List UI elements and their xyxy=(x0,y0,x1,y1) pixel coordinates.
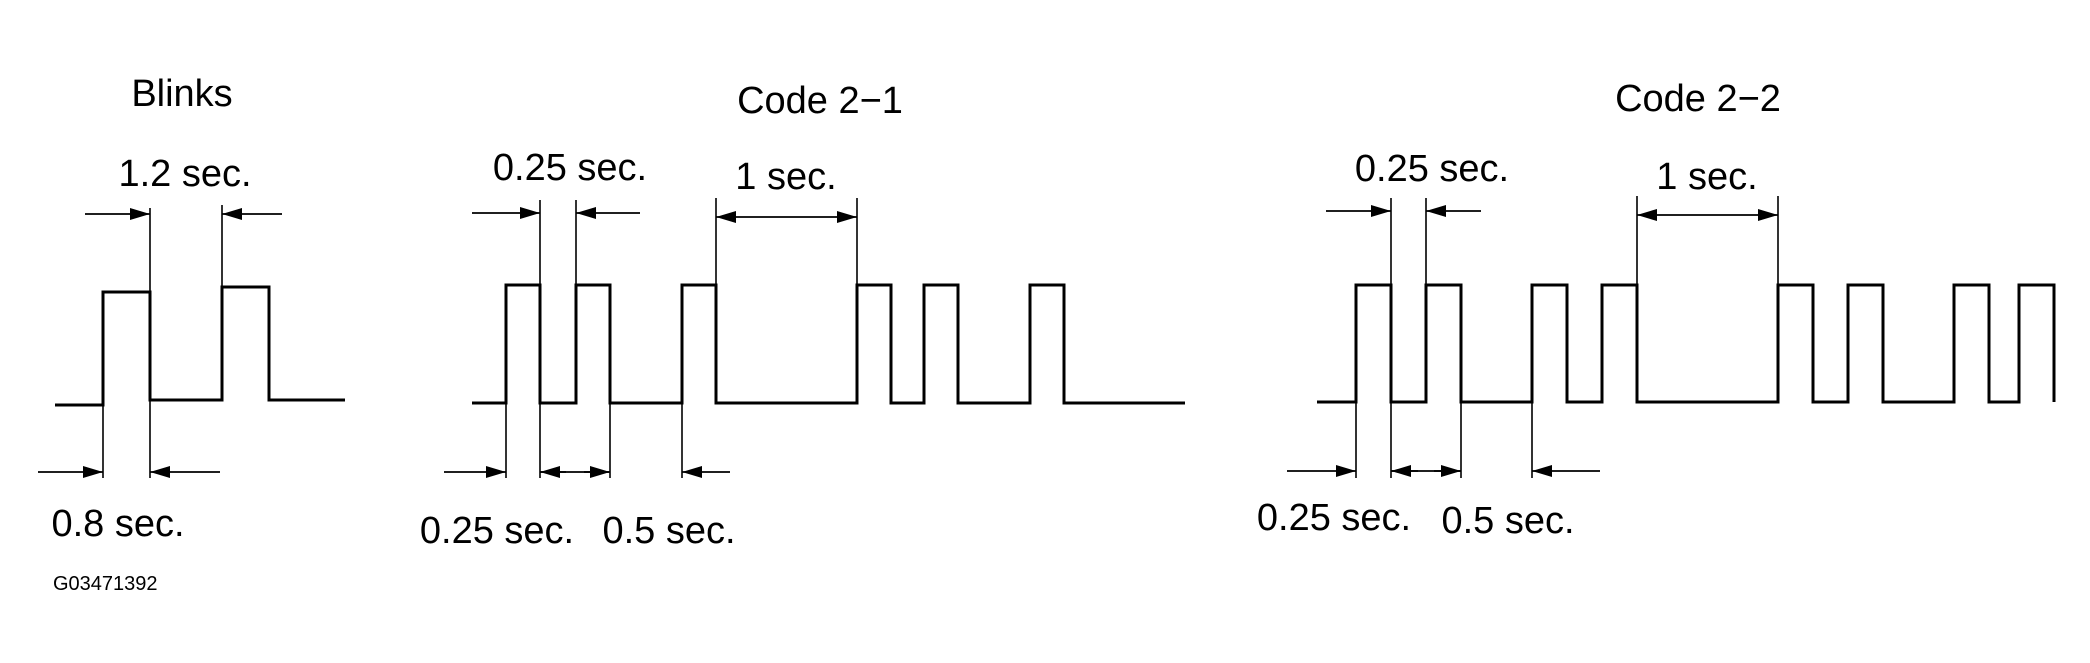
dimension-label-bottom-0-25-sec: 0.25 sec. xyxy=(1257,497,1411,539)
code-2-1-waveform xyxy=(472,283,1185,405)
panel-blinks: Blinks 1.2 sec. 0.8 sec. xyxy=(38,73,345,545)
dimension-label-1-2-sec: 1.2 sec. xyxy=(118,153,251,195)
panel-title-code-2-2: Code 2−2 xyxy=(1615,78,1781,120)
dimension-label-1-sec: 1 sec. xyxy=(735,156,836,198)
dimension-label-1-sec: 1 sec. xyxy=(1656,156,1757,198)
panel-title-code-2-1: Code 2−1 xyxy=(737,80,903,122)
dimension-label-top-0-25-sec: 0.25 sec. xyxy=(493,147,647,189)
figure-id: G03471392 xyxy=(53,573,158,595)
dimension-label-top-0-25-sec: 0.25 sec. xyxy=(1355,148,1509,190)
panel-title-blinks: Blinks xyxy=(131,73,232,115)
code-2-2-waveform xyxy=(1317,283,2056,404)
dimension-label-0-5-sec: 0.5 sec. xyxy=(602,510,735,552)
dimension-label-0-5-sec: 0.5 sec. xyxy=(1441,500,1574,542)
panel-code-2-1: Code 2−1 0.25 sec. 1 sec. 0.25 sec. 0.5 … xyxy=(420,80,1185,552)
dimension-label-bottom-0-25-sec: 0.25 sec. xyxy=(420,510,574,552)
panel-code-2-2: Code 2−2 0.25 sec. 1 sec. 0.25 sec. 0.5 … xyxy=(1257,78,2056,542)
dimension-label-0-8-sec: 0.8 sec. xyxy=(51,503,184,545)
blinks-waveform xyxy=(55,285,345,407)
